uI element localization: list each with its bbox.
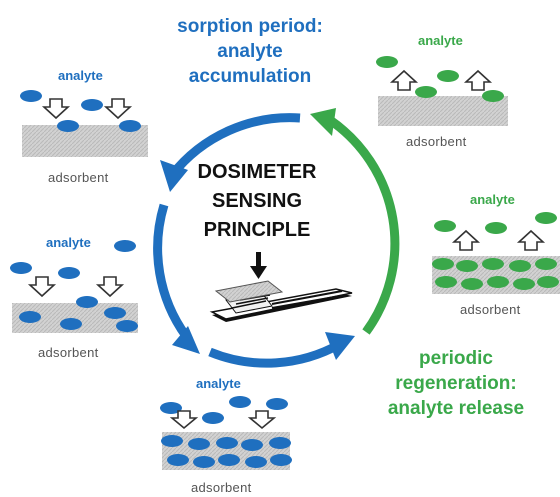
analyte-molecule xyxy=(487,276,509,288)
sorption-arc-bottom xyxy=(208,340,343,368)
analyte-label: analyte xyxy=(46,235,91,250)
up-outline-arrow xyxy=(516,229,546,251)
stage-sorption-saturated xyxy=(160,396,292,470)
analyte-molecule xyxy=(415,86,437,98)
sorption-arrowhead-bottom xyxy=(325,332,355,360)
analyte-molecule xyxy=(266,398,288,410)
analyte-molecule xyxy=(535,258,557,270)
analyte-molecule xyxy=(513,278,535,290)
regeneration-label-line: periodic xyxy=(419,348,493,369)
analyte-molecule xyxy=(461,278,483,290)
down-outline-arrow xyxy=(41,98,71,120)
analyte-molecule xyxy=(160,402,182,414)
sensor-chip xyxy=(209,252,353,322)
analyte-molecule xyxy=(104,307,126,319)
analyte-molecule xyxy=(456,260,478,272)
down-outline-arrow xyxy=(247,410,277,430)
sorption-label-line: sorption period: xyxy=(177,16,323,37)
stage-sorption-early xyxy=(20,90,148,157)
analyte-molecule xyxy=(20,90,42,102)
analyte-molecule xyxy=(537,276,559,288)
analyte-molecule xyxy=(485,222,507,234)
analyte-molecule xyxy=(535,212,557,224)
analyte-molecule xyxy=(435,276,457,288)
analyte-molecule xyxy=(19,311,41,323)
down-outline-arrow xyxy=(27,276,57,298)
analyte-molecule xyxy=(241,439,263,451)
analyte-label: analyte xyxy=(470,192,515,207)
analyte-molecule xyxy=(188,438,210,450)
analyte-molecule xyxy=(269,437,291,449)
adsorbent-label: adsorbent xyxy=(191,480,252,495)
analyte-molecule xyxy=(218,454,240,466)
adsorbent-label: adsorbent xyxy=(406,134,467,149)
up-outline-arrow xyxy=(463,69,493,91)
analyte-molecule xyxy=(376,56,398,68)
analyte-label: analyte xyxy=(58,68,103,83)
up-outline-arrow xyxy=(451,229,481,251)
regeneration-phase-label: periodic regeneration: analyte release xyxy=(368,346,544,421)
regeneration-label-line: regeneration: xyxy=(395,373,517,394)
analyte-label: analyte xyxy=(418,33,463,48)
adsorbent-label: adsorbent xyxy=(38,345,99,360)
cycle-arrows xyxy=(153,108,400,368)
analyte-molecule xyxy=(57,120,79,132)
analyte-molecule xyxy=(202,412,224,424)
down-arrowhead xyxy=(250,266,267,279)
title-line: PRINCIPLE xyxy=(203,219,311,241)
sorption-arc-left xyxy=(153,203,190,339)
stage-sorption-mid xyxy=(10,240,138,333)
sorption-label-line: analyte xyxy=(217,41,283,62)
stage-release-late xyxy=(376,56,508,126)
analyte-molecule xyxy=(10,262,32,274)
analyte-molecule xyxy=(245,456,267,468)
analyte-molecule xyxy=(116,320,138,332)
down-arrow-shaft xyxy=(256,252,261,268)
analyte-molecule xyxy=(60,318,82,330)
adsorbent-label: adsorbent xyxy=(48,170,109,185)
analyte-molecule xyxy=(193,456,215,468)
analyte-molecule xyxy=(216,437,238,449)
analyte-molecule xyxy=(167,454,189,466)
center-title: DOSIMETER SENSING PRINCIPLE xyxy=(192,158,322,245)
sorption-arc-top xyxy=(168,113,301,178)
regeneration-arc xyxy=(327,116,400,335)
analyte-molecule xyxy=(161,435,183,447)
analyte-molecule xyxy=(76,296,98,308)
analyte-molecule xyxy=(229,396,251,408)
down-outline-arrow xyxy=(95,276,125,298)
up-outline-arrow xyxy=(389,69,419,91)
adsorbent-layer xyxy=(378,96,508,126)
analyte-molecule xyxy=(270,454,292,466)
adsorbent-label: adsorbent xyxy=(460,302,521,317)
analyte-molecule xyxy=(58,267,80,279)
title-line: SENSING xyxy=(211,190,303,212)
sorption-arrowhead-left xyxy=(172,326,200,354)
down-outline-arrow xyxy=(169,410,199,430)
analyte-label: analyte xyxy=(196,376,241,391)
analyte-molecule xyxy=(81,99,103,111)
analyte-molecule xyxy=(432,258,454,270)
down-outline-arrow xyxy=(103,98,133,120)
regeneration-arrowhead xyxy=(310,108,336,136)
regeneration-label-line: analyte release xyxy=(387,398,525,419)
title-line: DOSIMETER xyxy=(197,161,317,183)
sorption-label-line: accumulation xyxy=(188,66,312,87)
analyte-molecule xyxy=(509,260,531,272)
analyte-molecule xyxy=(437,70,459,82)
analyte-molecule xyxy=(114,240,136,252)
stage-release-start xyxy=(432,212,560,294)
analyte-molecule xyxy=(119,120,141,132)
analyte-molecule xyxy=(482,258,504,270)
analyte-molecule xyxy=(434,220,456,232)
analyte-molecule xyxy=(482,90,504,102)
sorption-arrowhead-top xyxy=(160,160,188,192)
sorption-phase-label: sorption period: analyte accumulation xyxy=(162,14,338,89)
